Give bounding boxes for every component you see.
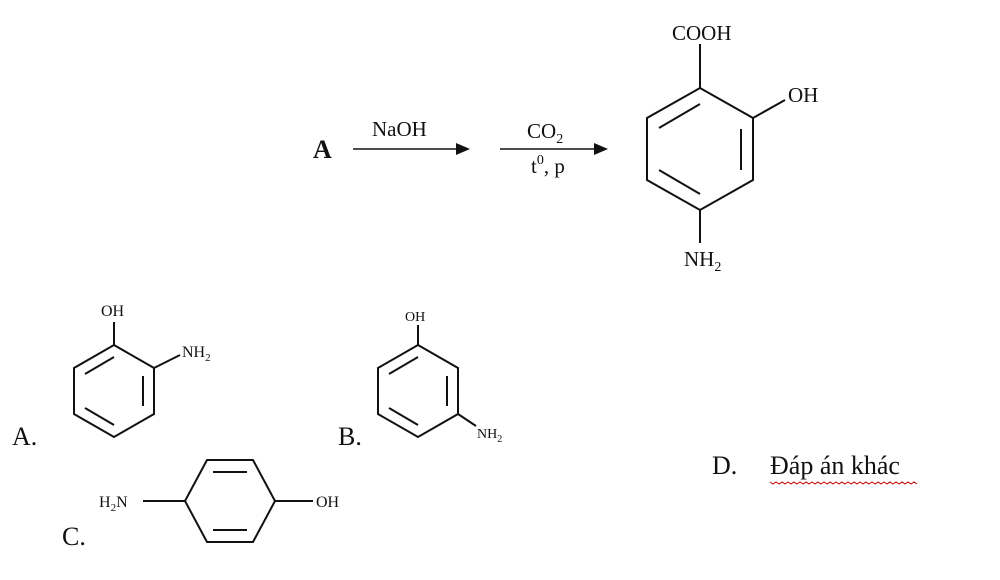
option-c-structure [143, 459, 313, 543]
option-d-text: Đáp án khác [770, 451, 900, 480]
arrow-naoh [353, 143, 470, 155]
option-a-letter: A. [12, 422, 37, 451]
option-b-letter: B. [338, 422, 362, 451]
option-a-oh: OH [101, 303, 125, 320]
option-c-oh: OH [316, 494, 340, 511]
option-d-letter: D. [712, 451, 737, 480]
reaction-conditions: t0, p [531, 153, 565, 178]
reagent-co2: CO2 [527, 119, 563, 147]
option-c-letter: C. [62, 522, 86, 551]
spellcheck-underline [769, 481, 918, 485]
reagent-naoh: NaOH [372, 117, 427, 141]
product-cooh: COOH [672, 21, 732, 45]
option-a-nh2: NH2 [182, 344, 211, 364]
option-b-nh2: NH2 [477, 427, 502, 445]
option-c-h2n: H2N [99, 494, 128, 514]
option-b-structure [377, 325, 477, 439]
option-b-oh: OH [405, 310, 425, 325]
arrow-co2 [500, 143, 608, 155]
option-a-structure [73, 322, 181, 439]
product-oh: OH [788, 83, 818, 107]
product-structure [646, 44, 786, 243]
product-nh2: NH2 [684, 247, 721, 275]
reactant-label: A [313, 135, 332, 164]
